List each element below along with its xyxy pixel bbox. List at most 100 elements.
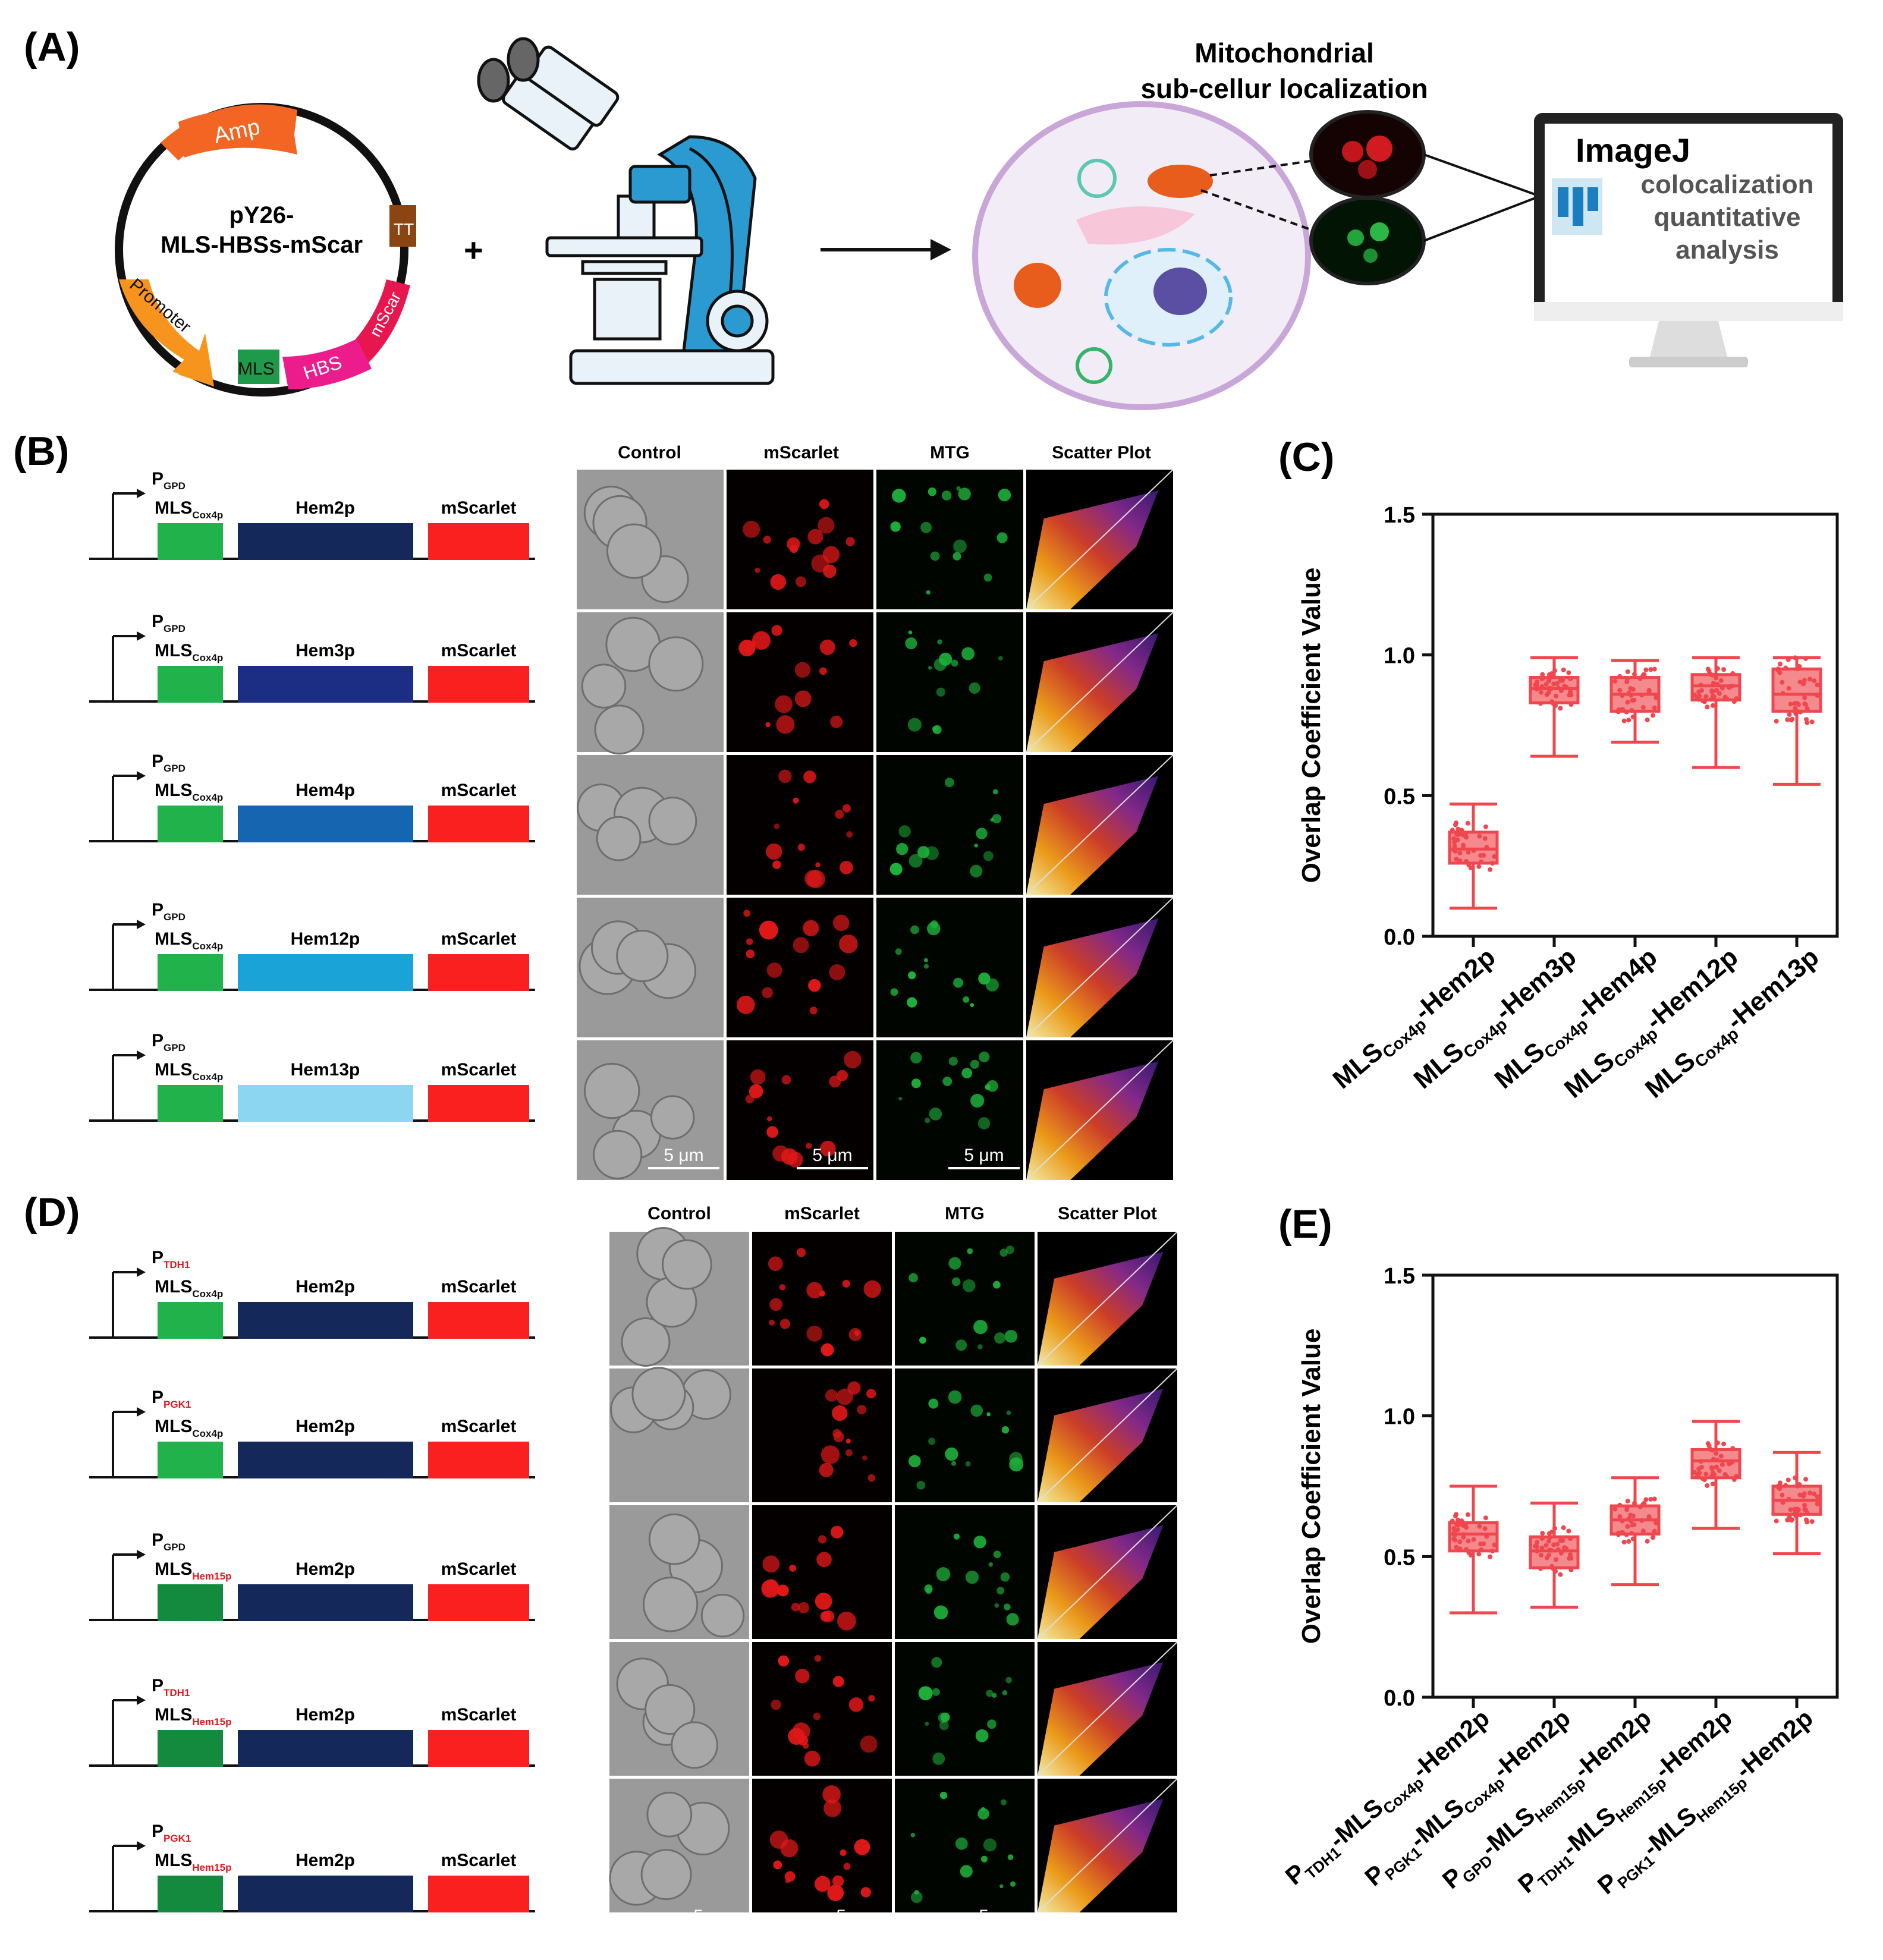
mls-subscript: Cox4p	[192, 509, 223, 521]
data-point	[1794, 1506, 1800, 1512]
b-red-signal	[808, 979, 821, 992]
data-point	[1640, 1528, 1646, 1534]
data-point	[1568, 1536, 1573, 1541]
data-point	[1452, 1533, 1457, 1538]
d-red-signal	[803, 1742, 809, 1749]
data-point	[1730, 671, 1736, 676]
b-red-signal	[767, 1116, 772, 1122]
d-cell-outline	[621, 1317, 671, 1367]
data-point	[1552, 668, 1557, 673]
b-red-signal	[776, 715, 795, 734]
b-red-signal	[772, 860, 781, 869]
mscarlet-block	[428, 1302, 529, 1339]
b-red-signal	[829, 964, 845, 981]
b-green-signal	[911, 1078, 921, 1088]
data-point	[1797, 1482, 1802, 1487]
data-point	[1457, 1539, 1463, 1544]
d-green-signal	[916, 1480, 926, 1490]
d-green-signal	[910, 1832, 916, 1838]
hem-block	[238, 1584, 413, 1621]
data-point	[1651, 1535, 1656, 1540]
promoter-subscript: GPD	[164, 480, 186, 492]
c-box-1	[1529, 656, 1580, 758]
data-point	[1553, 1569, 1558, 1574]
data-point	[1612, 1506, 1618, 1512]
b-green-signal	[986, 1080, 998, 1092]
data-point	[1653, 695, 1659, 700]
b-red-signal	[781, 1075, 791, 1085]
d-red-signal	[857, 1405, 867, 1415]
data-point	[1492, 854, 1497, 859]
mscarlet-label: mScarlet	[441, 1417, 517, 1436]
b-green-signal	[951, 659, 958, 667]
data-point	[1632, 672, 1637, 677]
data-point	[1465, 1512, 1470, 1517]
d-green-signal	[1000, 1799, 1007, 1805]
d-red-signal	[778, 1655, 790, 1667]
hem-label: Hem2p	[296, 1705, 355, 1725]
b-green-signal	[923, 958, 928, 962]
b-red-signal	[787, 537, 800, 551]
data-point	[1797, 1492, 1803, 1497]
data-point	[1703, 694, 1709, 699]
header-mtg-d: MTG	[945, 1204, 985, 1223]
data-point	[1452, 839, 1457, 845]
b-red-signal	[759, 920, 778, 940]
data-point	[1558, 706, 1563, 711]
d-red-signal	[769, 1319, 775, 1326]
data-point	[1450, 828, 1455, 833]
d-red-signal	[866, 1389, 876, 1399]
d-green-signal	[909, 1273, 918, 1283]
hem-block	[238, 1302, 413, 1339]
software-text-3: analysis	[1675, 235, 1779, 265]
d-red-signal	[795, 1669, 810, 1684]
d-green-signal	[996, 1587, 1005, 1595]
d-green-signal	[932, 1688, 940, 1696]
b-green-signal	[998, 656, 1003, 661]
d-green-signal	[977, 1808, 989, 1820]
data-point	[1793, 706, 1798, 711]
data-point	[1786, 1496, 1791, 1502]
header-scatter-b: Scatter Plot	[1052, 443, 1151, 463]
d-scatter-diagonal	[1037, 1505, 1178, 1640]
data-point	[1695, 1473, 1700, 1478]
data-point	[1705, 704, 1710, 710]
d-green-signal	[1004, 1330, 1018, 1343]
d-green-signal	[951, 1461, 957, 1466]
e-xlabel-sub: Hem15p	[1693, 1773, 1751, 1826]
data-point	[1617, 674, 1623, 679]
c-xlabel-main: MLS	[1409, 1037, 1470, 1094]
b-green-signal	[920, 521, 932, 533]
data-point	[1626, 718, 1631, 723]
e-xlabel-main: -MLS	[1556, 1801, 1621, 1862]
e-xlabel-main: -MLS	[1637, 1801, 1702, 1862]
mscarlet-block	[428, 1584, 529, 1621]
d-green-signal	[986, 1412, 991, 1417]
d-cell-outline	[631, 1367, 686, 1421]
d-scatter-diagonal	[1037, 1231, 1178, 1366]
d-green-signal	[924, 1584, 933, 1593]
b-red-signal	[795, 576, 806, 587]
d-green-signal	[1005, 1245, 1014, 1254]
d-green-signal	[948, 1257, 961, 1270]
header-mtg-b: MTG	[930, 443, 970, 463]
b-green-signal	[941, 490, 952, 501]
d-red-signal	[862, 1455, 867, 1461]
b-green-signal	[983, 573, 992, 582]
data-point	[1534, 683, 1539, 688]
data-point	[1648, 667, 1653, 672]
d-red-signal	[867, 1474, 875, 1482]
microscope-icon	[477, 37, 775, 385]
d-red-signal	[768, 1256, 783, 1272]
promoter-subscript: GPD	[164, 1541, 186, 1553]
d-scatter-diagonal	[1037, 1778, 1178, 1913]
promoter-subscript: GPD	[164, 763, 186, 774]
b-green-signal	[910, 1052, 922, 1064]
data-point	[1708, 672, 1714, 677]
mscarlet-block	[428, 1442, 529, 1478]
d-red-signal	[816, 1552, 832, 1568]
mscarlet-label: mScarlet	[441, 1060, 517, 1080]
b-red-signal	[840, 861, 853, 874]
b-green-signal	[898, 1096, 903, 1101]
d-green-signal	[1004, 1603, 1011, 1610]
